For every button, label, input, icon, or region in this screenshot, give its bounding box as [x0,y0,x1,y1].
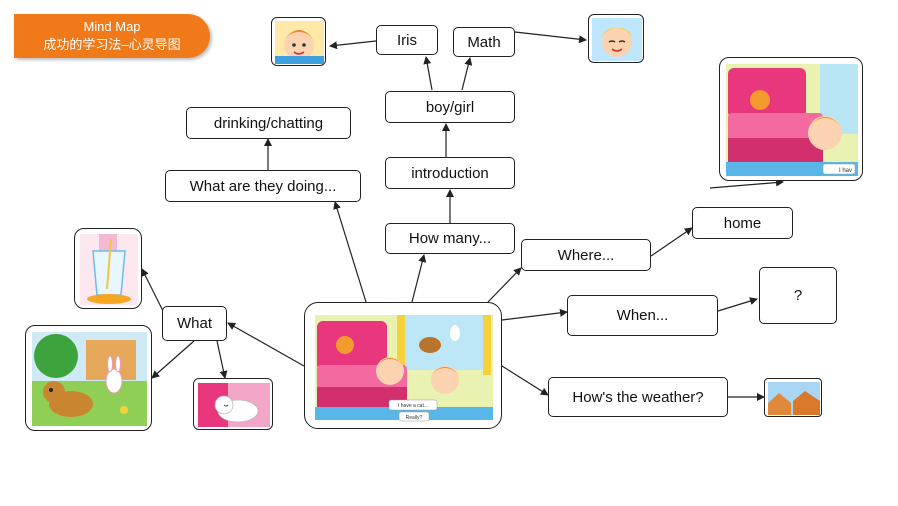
node-math[interactable]: Math [453,27,515,57]
node-iris[interactable]: Iris [376,25,438,55]
node-hows-the-weather[interactable]: How's the weather? [548,377,728,417]
badge-subtitle: 成功的学习法–心灵导图 [43,37,181,52]
boy-face-image [588,14,644,63]
node-when[interactable]: When... [567,295,718,336]
speech-bubble-1: I have a cat... [398,403,428,409]
badge-title: Mind Map [83,19,141,34]
node-introduction[interactable]: introduction [385,157,515,189]
node-drinking-chatting[interactable]: drinking/chatting [186,107,351,139]
home-caption: I hav [839,168,852,174]
node-question-mark[interactable]: ? [759,267,837,324]
node-what-are-they-doing[interactable]: What are they doing... [165,170,361,202]
mind-map-badge: Mind Map 成功的学习法–心灵导图 [14,14,210,58]
cat-image [193,378,273,430]
home-scene-image: I hav [719,57,863,181]
node-where[interactable]: Where... [521,239,651,271]
node-what[interactable]: What [162,306,227,341]
node-home[interactable]: home [692,207,793,239]
milk-glass-image [74,228,142,309]
central-scene-image: I have a cat... Really? [304,302,502,429]
node-boy-girl[interactable]: boy/girl [385,91,515,123]
weather-image [764,378,822,417]
node-how-many[interactable]: How many... [385,223,515,254]
speech-bubble-2: Really? [406,415,423,421]
girl-face-image [271,17,326,66]
dog-rabbit-image [25,325,152,431]
